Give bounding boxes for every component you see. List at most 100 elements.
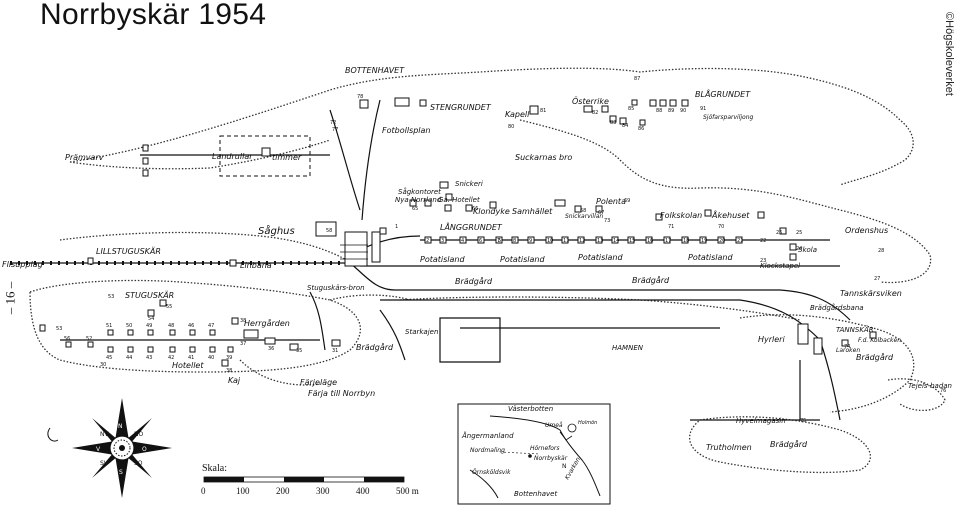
svg-text:89: 89 bbox=[668, 108, 674, 114]
compass-o: O bbox=[142, 446, 147, 453]
label-trutholmen: Trutholmen bbox=[706, 443, 752, 452]
sawmill-hatch bbox=[340, 244, 368, 260]
label-laroken: Laroken bbox=[836, 347, 860, 354]
label-lillstuguskar: LILLSTUGUSKÄR bbox=[96, 246, 161, 256]
svg-text:23: 23 bbox=[760, 258, 766, 264]
label-herrgarden: Herrgården bbox=[244, 318, 290, 328]
svg-text:22: 22 bbox=[760, 238, 766, 244]
svg-text:12: 12 bbox=[579, 238, 585, 244]
svg-text:37: 37 bbox=[240, 341, 246, 347]
svg-text:86: 86 bbox=[638, 126, 644, 132]
label-potatisland-4: Potatisland bbox=[688, 253, 733, 262]
label-langgrundet: LÅNGGRUNDET bbox=[440, 221, 503, 232]
svg-text:69: 69 bbox=[624, 198, 630, 204]
scale-tick-300: 300 bbox=[316, 486, 330, 496]
svg-text:6: 6 bbox=[479, 238, 482, 244]
svg-text:75: 75 bbox=[800, 418, 806, 424]
pointer-hand-icon bbox=[47, 427, 59, 442]
label-tejelsbadan: Tejels-badan bbox=[908, 382, 952, 390]
shorelines bbox=[29, 67, 946, 474]
svg-text:31: 31 bbox=[332, 348, 338, 354]
svg-text:41: 41 bbox=[188, 355, 194, 361]
inset-nordmaling: Nordmaling bbox=[470, 447, 505, 454]
svg-text:80: 80 bbox=[508, 124, 514, 130]
svg-text:19: 19 bbox=[701, 238, 707, 244]
scale-tick-200: 200 bbox=[276, 486, 290, 496]
map-labels: BOTTENHAVET STENGRUNDET Kapell Österrike… bbox=[2, 66, 952, 452]
svg-text:15: 15 bbox=[629, 238, 635, 244]
buildings bbox=[39, 97, 877, 367]
compass-v: V bbox=[96, 446, 101, 453]
svg-text:84: 84 bbox=[622, 123, 628, 129]
label-bradgard-1: Brädgård bbox=[455, 276, 493, 286]
label-klondyke: Klondyke bbox=[473, 207, 510, 216]
svg-text:73: 73 bbox=[604, 218, 610, 224]
svg-text:16: 16 bbox=[647, 238, 653, 244]
compass-s: S bbox=[119, 469, 123, 476]
svg-text:58: 58 bbox=[326, 228, 332, 234]
svg-text:85: 85 bbox=[628, 106, 634, 112]
label-saghus: Såghus bbox=[258, 224, 295, 237]
svg-text:35: 35 bbox=[296, 348, 302, 354]
label-kaj: Kaj bbox=[228, 376, 241, 385]
label-snickarvillan: Snickarvillan bbox=[565, 213, 603, 220]
label-hotellet: Hotellet bbox=[172, 361, 204, 370]
svg-text:47: 47 bbox=[208, 323, 214, 329]
svg-text:4: 4 bbox=[461, 238, 464, 244]
label-bottenhavet: BOTTENHAVET bbox=[345, 66, 405, 75]
label-stengrundet: STENGRUNDET bbox=[430, 103, 492, 112]
svg-text:87: 87 bbox=[634, 76, 640, 82]
svg-text:26: 26 bbox=[776, 230, 782, 236]
compass-no: NO bbox=[134, 431, 143, 438]
compass-so: SO bbox=[134, 460, 143, 467]
scale-label: Skala: bbox=[202, 463, 227, 474]
svg-text:1: 1 bbox=[395, 224, 398, 230]
svg-text:76: 76 bbox=[940, 388, 946, 394]
svg-text:45: 45 bbox=[106, 355, 112, 361]
label-samhallet: Samhället bbox=[512, 207, 553, 216]
svg-text:54: 54 bbox=[148, 316, 154, 322]
label-farja-till-norrbyn: Färja till Norrbyn bbox=[308, 389, 375, 398]
svg-text:38: 38 bbox=[240, 318, 246, 324]
svg-text:11: 11 bbox=[563, 238, 569, 244]
svg-text:90: 90 bbox=[680, 108, 686, 114]
label-fotbollsplan: Fotbollsplan bbox=[382, 126, 431, 135]
svg-text:49: 49 bbox=[146, 323, 152, 329]
label-flisupplag: Flisupplag bbox=[2, 260, 43, 269]
svg-text:52: 52 bbox=[86, 336, 92, 342]
inset-ornskoldsvik: Örnsköldsvik bbox=[472, 469, 511, 476]
scale-tick-0: 0 bbox=[201, 486, 206, 496]
scale-bar: Skala: 0 100 200 300 400 500 m bbox=[201, 463, 419, 496]
svg-text:42: 42 bbox=[168, 355, 174, 361]
label-potatisland-2: Potatisland bbox=[500, 255, 545, 264]
svg-text:2: 2 bbox=[426, 238, 429, 244]
svg-text:21: 21 bbox=[737, 238, 743, 244]
label-landrullar: Landrullar bbox=[212, 152, 253, 161]
label-sjofartsparviljong: Sjöfarsparviljong bbox=[703, 114, 754, 121]
svg-text:14: 14 bbox=[613, 238, 619, 244]
label-sagkontoret: Sågkontoret bbox=[398, 187, 441, 196]
svg-text:43: 43 bbox=[146, 355, 152, 361]
scale-tick-500: 500 m bbox=[396, 486, 419, 496]
label-linbana: Linbana bbox=[240, 261, 272, 270]
label-bradgard-4: Brädgård bbox=[856, 352, 894, 362]
svg-text:83: 83 bbox=[610, 120, 616, 126]
label-farjelage: Färjeläge bbox=[300, 378, 337, 387]
svg-text:18: 18 bbox=[683, 238, 689, 244]
svg-text:40: 40 bbox=[208, 355, 214, 361]
timber-yard-outline bbox=[219, 135, 311, 177]
label-hamnen: HAMNEN bbox=[612, 344, 644, 352]
compass-rose: N S O V NO SO SV NV bbox=[72, 398, 172, 498]
label-skola: Skola bbox=[798, 246, 817, 254]
label-hyrleri: Hyrleri bbox=[758, 335, 785, 344]
inset-north: N bbox=[562, 463, 567, 470]
svg-text:51: 51 bbox=[106, 323, 112, 329]
label-folkskolan: Folkskolan bbox=[660, 211, 702, 220]
inset-vasterbotten: Västerbotten bbox=[508, 405, 553, 413]
label-tannskarsviken: Tannskärsviken bbox=[840, 289, 902, 298]
label-ordenshus: Ordenshus bbox=[845, 226, 888, 235]
svg-text:88: 88 bbox=[656, 108, 662, 114]
svg-text:20: 20 bbox=[719, 238, 725, 244]
